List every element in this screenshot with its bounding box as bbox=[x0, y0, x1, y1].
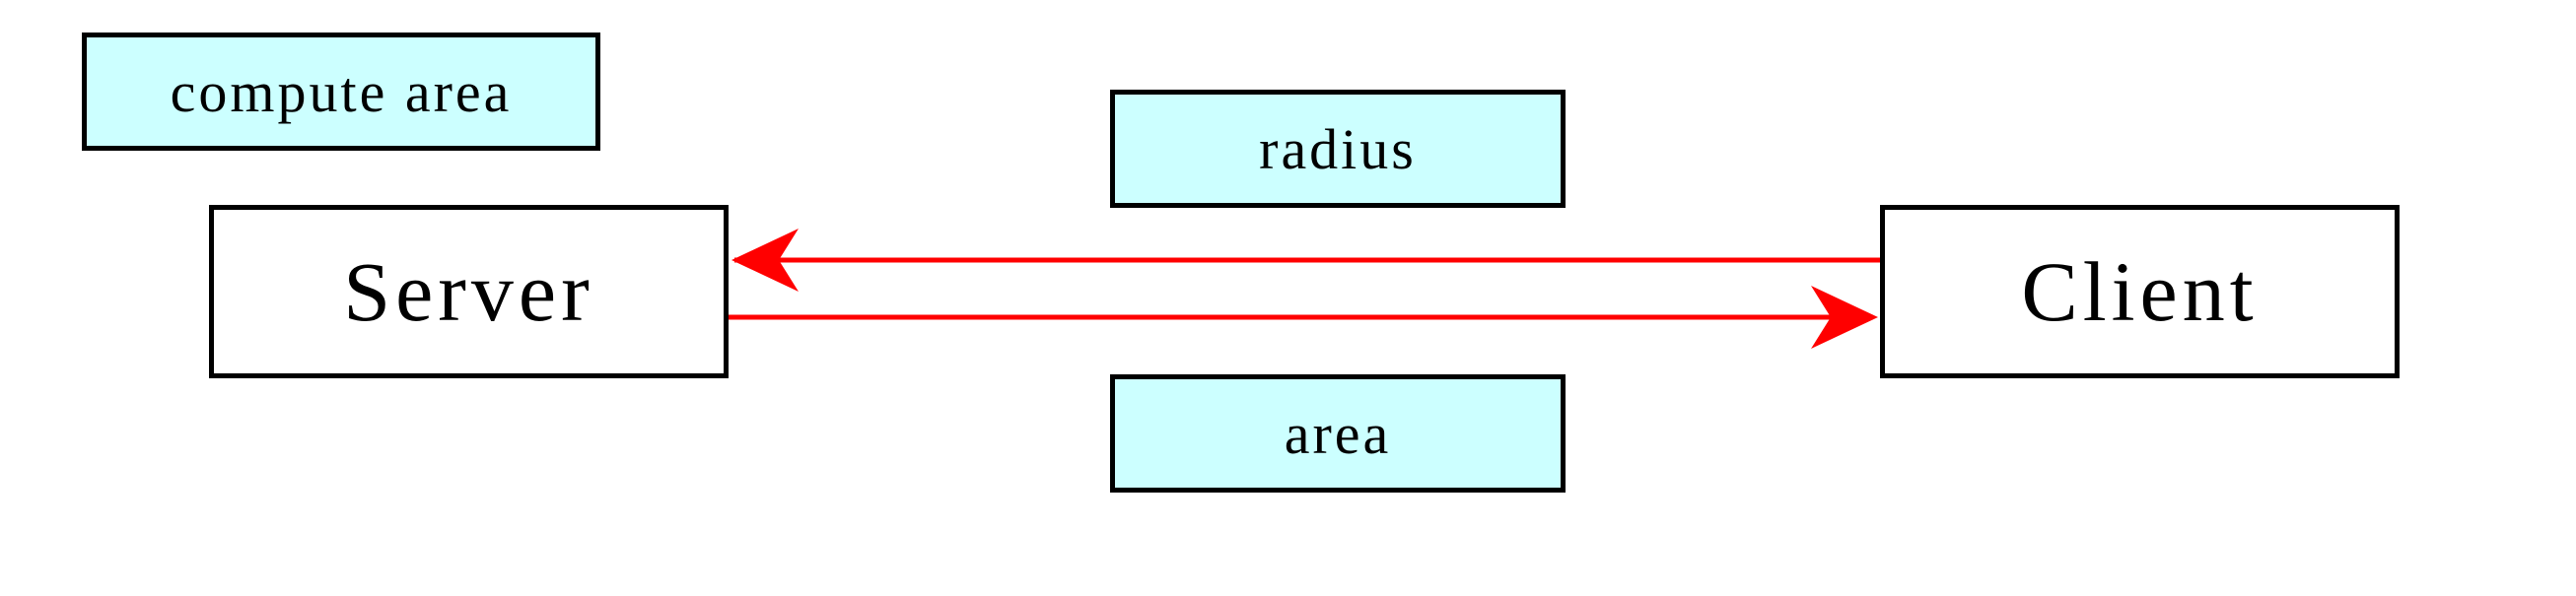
client-node: Client bbox=[1880, 205, 2400, 378]
radius-arrowhead bbox=[731, 229, 799, 292]
radius-label: radius bbox=[1259, 116, 1417, 181]
compute-area-label: compute area bbox=[170, 59, 513, 124]
area-label: area bbox=[1284, 401, 1392, 466]
server-label: Server bbox=[343, 244, 594, 339]
area-message-note: area bbox=[1110, 374, 1566, 493]
radius-message-note: radius bbox=[1110, 90, 1566, 208]
compute-area-note: compute area bbox=[82, 33, 600, 151]
client-label: Client bbox=[2021, 244, 2259, 339]
area-arrowhead bbox=[1811, 286, 1878, 349]
server-node: Server bbox=[209, 205, 729, 378]
